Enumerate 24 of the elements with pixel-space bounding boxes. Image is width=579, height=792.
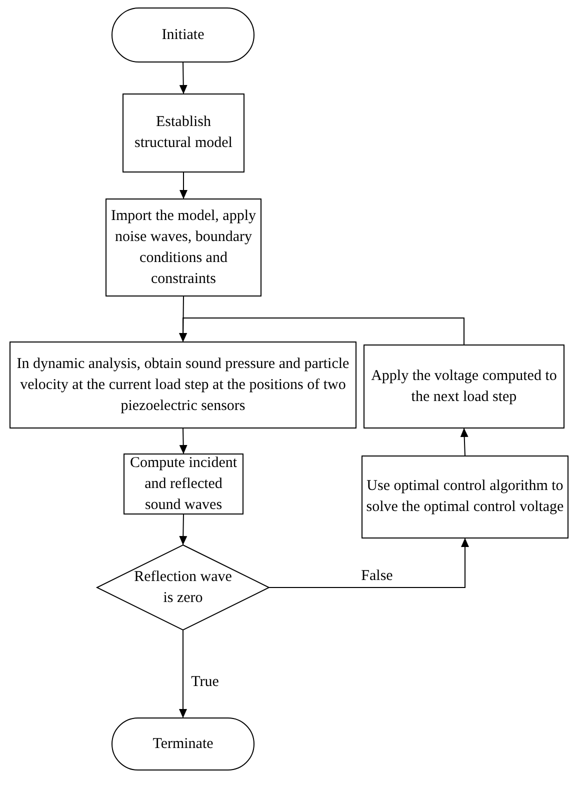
arrow	[460, 428, 468, 456]
terminal-pill	[112, 718, 254, 770]
process-box	[122, 94, 244, 172]
arrow	[179, 318, 464, 346]
node-text: Compute incident and reflected sound waves	[128, 454, 238, 514]
arrow	[268, 538, 469, 588]
process-box	[364, 344, 564, 428]
node-text: Initiate	[162, 26, 204, 44]
node-text: Import the model, apply noise waves, boundary conditions and constraints	[110, 206, 257, 288]
node-text: Use optimal control algorithm to solve the optimal control voltage	[366, 477, 564, 517]
process-box	[10, 342, 356, 428]
node-text: Establish structural model	[134, 113, 234, 153]
arrow	[179, 514, 188, 546]
node-text: Apply the voltage computed to the next load step	[370, 366, 558, 406]
arrow	[179, 62, 188, 94]
arrow	[180, 172, 188, 200]
arrow	[179, 428, 188, 454]
node-text: In dynamic analysis, obtain sound pressure and particle velocity at the current load step at the positions of two piezoelectric sensors	[16, 354, 350, 416]
process-box	[106, 198, 262, 296]
node-text: Reflection wave is zero	[133, 568, 233, 608]
process-box	[362, 456, 568, 538]
decision-diamond	[96, 544, 270, 631]
node-text: Terminate	[152, 734, 214, 754]
arrow	[179, 630, 187, 718]
